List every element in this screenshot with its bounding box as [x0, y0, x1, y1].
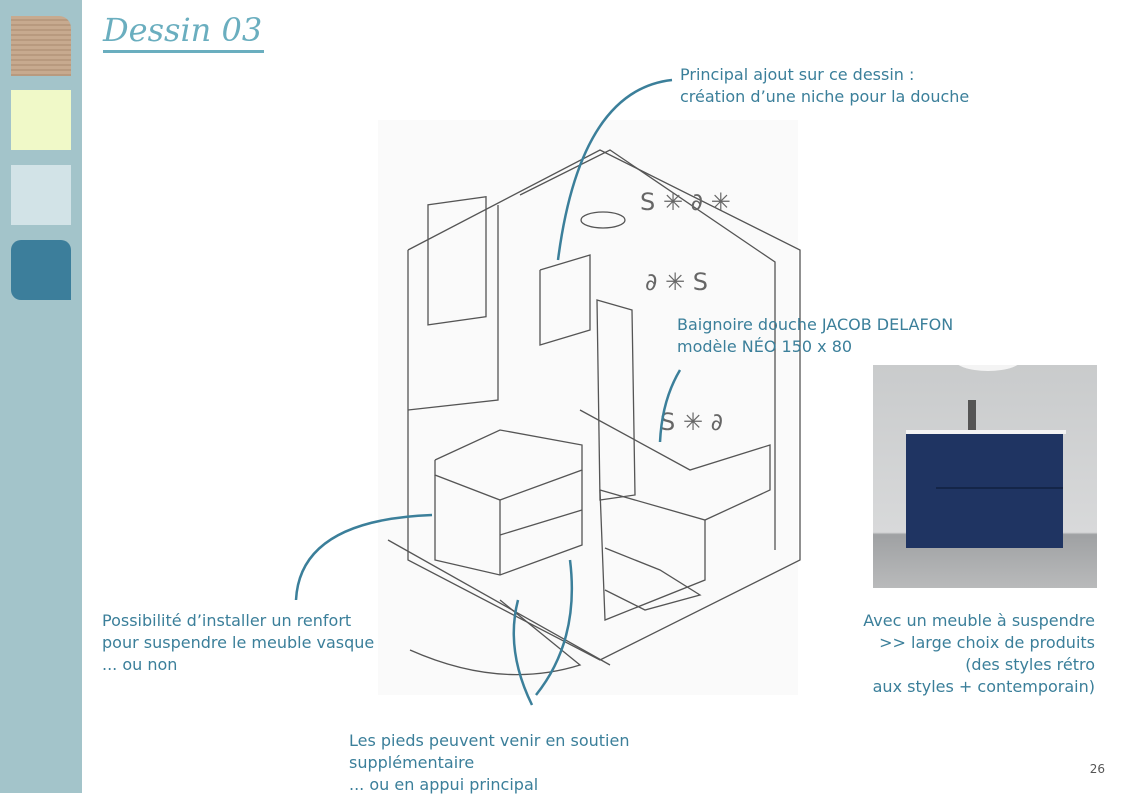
- arrow-pieds-1: [512, 599, 534, 706]
- light-blue-swatch: [11, 165, 71, 225]
- annotation-pieds: Les pieds peuvent venir en soutien suppl…: [349, 731, 630, 794]
- annotation-niche: Principal ajout sur ce dessin : création…: [680, 65, 970, 106]
- annotation-meuble: Avec un meuble à suspendre >> large choi…: [863, 611, 1095, 696]
- sidebar: [0, 0, 82, 793]
- svg-text:∂ ✳ S: ∂ ✳ S: [645, 268, 708, 296]
- annotation-bath: Baignoire douche JACOB DELAFON modèle NÉ…: [677, 315, 954, 356]
- wood-swatch: [11, 16, 71, 76]
- arrow-niche: [556, 78, 673, 261]
- yellow-swatch: [11, 90, 71, 150]
- svg-text:S ✳ ∂: S ✳ ∂: [660, 408, 723, 436]
- annotation-renfort: Possibilité d’installer un renfort pour …: [102, 611, 375, 674]
- arrow-pieds-2: [535, 559, 574, 696]
- arrow-bath: [658, 369, 682, 443]
- sketch-lines: S ✳ ∂ ✳ ∂ ✳ S S ✳ ∂: [378, 120, 801, 695]
- svg-text:S ✳ ∂ ✳: S ✳ ∂ ✳: [640, 188, 731, 216]
- blue-swatch: [11, 240, 71, 300]
- page-title: Dessin 03: [103, 10, 265, 53]
- page-number: 26: [1089, 762, 1105, 776]
- vanity-photo: [873, 365, 1097, 588]
- annotation-arrows: [294, 78, 682, 706]
- arrow-renfort: [294, 513, 433, 601]
